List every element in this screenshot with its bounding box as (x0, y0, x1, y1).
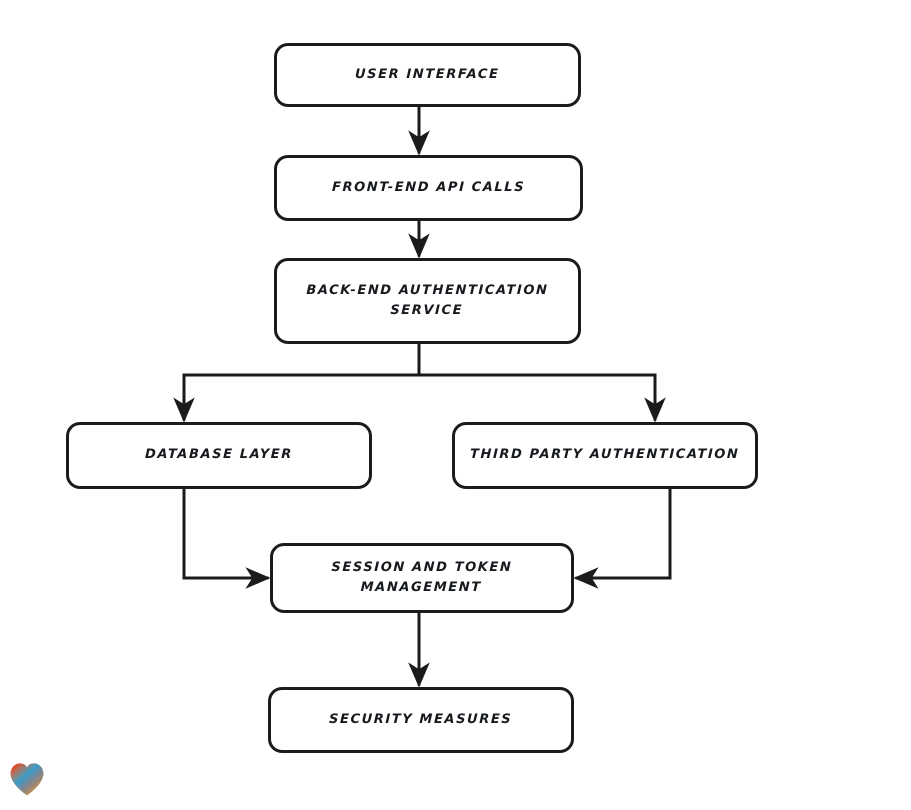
node-label: Security Measures (329, 711, 513, 727)
node-label: Database Layer (144, 447, 294, 463)
edge-database-to-session (182, 487, 271, 589)
node-label: Session and Token Management (331, 559, 514, 595)
node-user-interface[interactable]: User Interface (274, 43, 581, 107)
heart-icon (10, 763, 44, 796)
node-third-party-authentication[interactable]: Third Party Authentication (452, 422, 758, 489)
node-label: Front-End API Calls (331, 179, 526, 195)
node-session-and-token-management[interactable]: Session and Token Management (270, 543, 574, 613)
node-label: Back-End Authentication Service (306, 282, 550, 318)
node-back-end-authentication-service[interactable]: Back-End Authentication Service (274, 258, 581, 344)
node-label: User Interface (355, 66, 501, 82)
node-front-end-api-calls[interactable]: Front-End API Calls (274, 155, 583, 221)
edge-third-party-to-session (573, 487, 672, 589)
node-label: Third Party Authentication (470, 447, 740, 463)
node-security-measures[interactable]: Security Measures (268, 687, 574, 753)
node-database-layer[interactable]: Database Layer (66, 422, 372, 489)
